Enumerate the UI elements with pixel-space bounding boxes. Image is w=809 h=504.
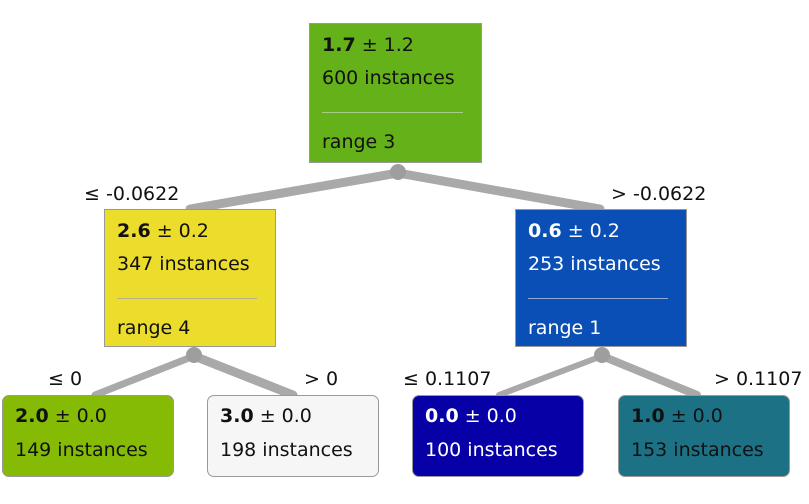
left-node-instances: 347 instances	[117, 253, 250, 275]
leaf-rl-deviation: ± 0.0	[464, 405, 517, 427]
left-split-joint	[186, 347, 202, 363]
left-node-separator	[117, 298, 257, 299]
leaf-ll-instances: 149 instances	[15, 439, 148, 461]
right-node-mean-line: 0.6 ± 0.2	[528, 222, 620, 241]
leaf-ll-mean: 2.0	[15, 405, 49, 427]
edge-label-root-left: ≤ -0.0622	[84, 183, 180, 205]
right-node-separator	[528, 298, 668, 299]
tree-edges	[91, 168, 701, 400]
edge-label-root-right: > -0.0622	[611, 183, 707, 205]
right-node-split: range 1	[528, 317, 602, 339]
leaf-node-ll[interactable]: 2.0 ± 0.0 149 instances	[2, 395, 174, 477]
leaf-lr-deviation: ± 0.0	[259, 405, 312, 427]
left-node[interactable]: 2.6 ± 0.2 347 instances range 4	[104, 209, 276, 347]
root-node-split: range 3	[322, 131, 396, 153]
edge-right-leaf-rl	[496, 353, 605, 398]
root-split-joint	[390, 164, 406, 180]
edge-label-right-leaf-rr: > 0.1107	[714, 368, 803, 390]
right-node-deviation: ± 0.2	[567, 220, 620, 242]
root-node[interactable]: 1.7 ± 1.2 600 instances range 3	[309, 23, 482, 163]
left-node-deviation: ± 0.2	[156, 220, 209, 242]
leaf-ll-deviation: ± 0.0	[54, 405, 107, 427]
leaf-rl-instances: 100 instances	[425, 439, 558, 461]
leaf-rr-mean-line: 1.0 ± 0.0	[631, 407, 723, 426]
edge-label-left-leaf-lr: > 0	[304, 368, 339, 390]
leaf-lr-instances: 198 instances	[220, 439, 353, 461]
leaf-lr-mean: 3.0	[220, 405, 254, 427]
leaf-node-lr[interactable]: 3.0 ± 0.0 198 instances	[207, 395, 379, 477]
leaf-ll-mean-line: 2.0 ± 0.0	[15, 407, 107, 426]
leaf-rl-mean: 0.0	[425, 405, 459, 427]
right-split-joint	[594, 347, 610, 363]
leaf-node-rl[interactable]: 0.0 ± 0.0 100 instances	[412, 395, 584, 477]
left-node-mean: 2.6	[117, 220, 151, 242]
edge-right-leaf-rr	[598, 352, 701, 399]
leaf-rr-deviation: ± 0.0	[670, 405, 723, 427]
root-node-deviation: ± 1.2	[361, 34, 414, 56]
root-node-mean: 1.7	[322, 34, 356, 56]
edge-root-right	[393, 168, 605, 214]
right-node-instances: 253 instances	[528, 253, 661, 275]
edge-root-left	[185, 168, 403, 214]
left-node-mean-line: 2.6 ± 0.2	[117, 222, 209, 241]
right-node[interactable]: 0.6 ± 0.2 253 instances range 1	[515, 209, 687, 347]
edge-left-leaf-lr	[189, 351, 298, 400]
right-node-mean: 0.6	[528, 220, 562, 242]
leaf-node-rr[interactable]: 1.0 ± 0.0 153 instances	[618, 395, 790, 477]
left-node-split: range 4	[117, 317, 191, 339]
root-node-mean-line: 1.7 ± 1.2	[322, 36, 414, 55]
leaf-rr-instances: 153 instances	[631, 439, 764, 461]
edge-left-leaf-ll	[91, 352, 198, 399]
root-node-separator	[322, 112, 463, 113]
edge-label-left-leaf-ll: ≤ 0	[48, 368, 83, 390]
root-node-instances: 600 instances	[322, 67, 455, 89]
leaf-lr-mean-line: 3.0 ± 0.0	[220, 407, 312, 426]
leaf-rr-mean: 1.0	[631, 405, 665, 427]
leaf-rl-mean-line: 0.0 ± 0.0	[425, 407, 517, 426]
edge-label-right-leaf-rl: ≤ 0.1107	[403, 368, 492, 390]
